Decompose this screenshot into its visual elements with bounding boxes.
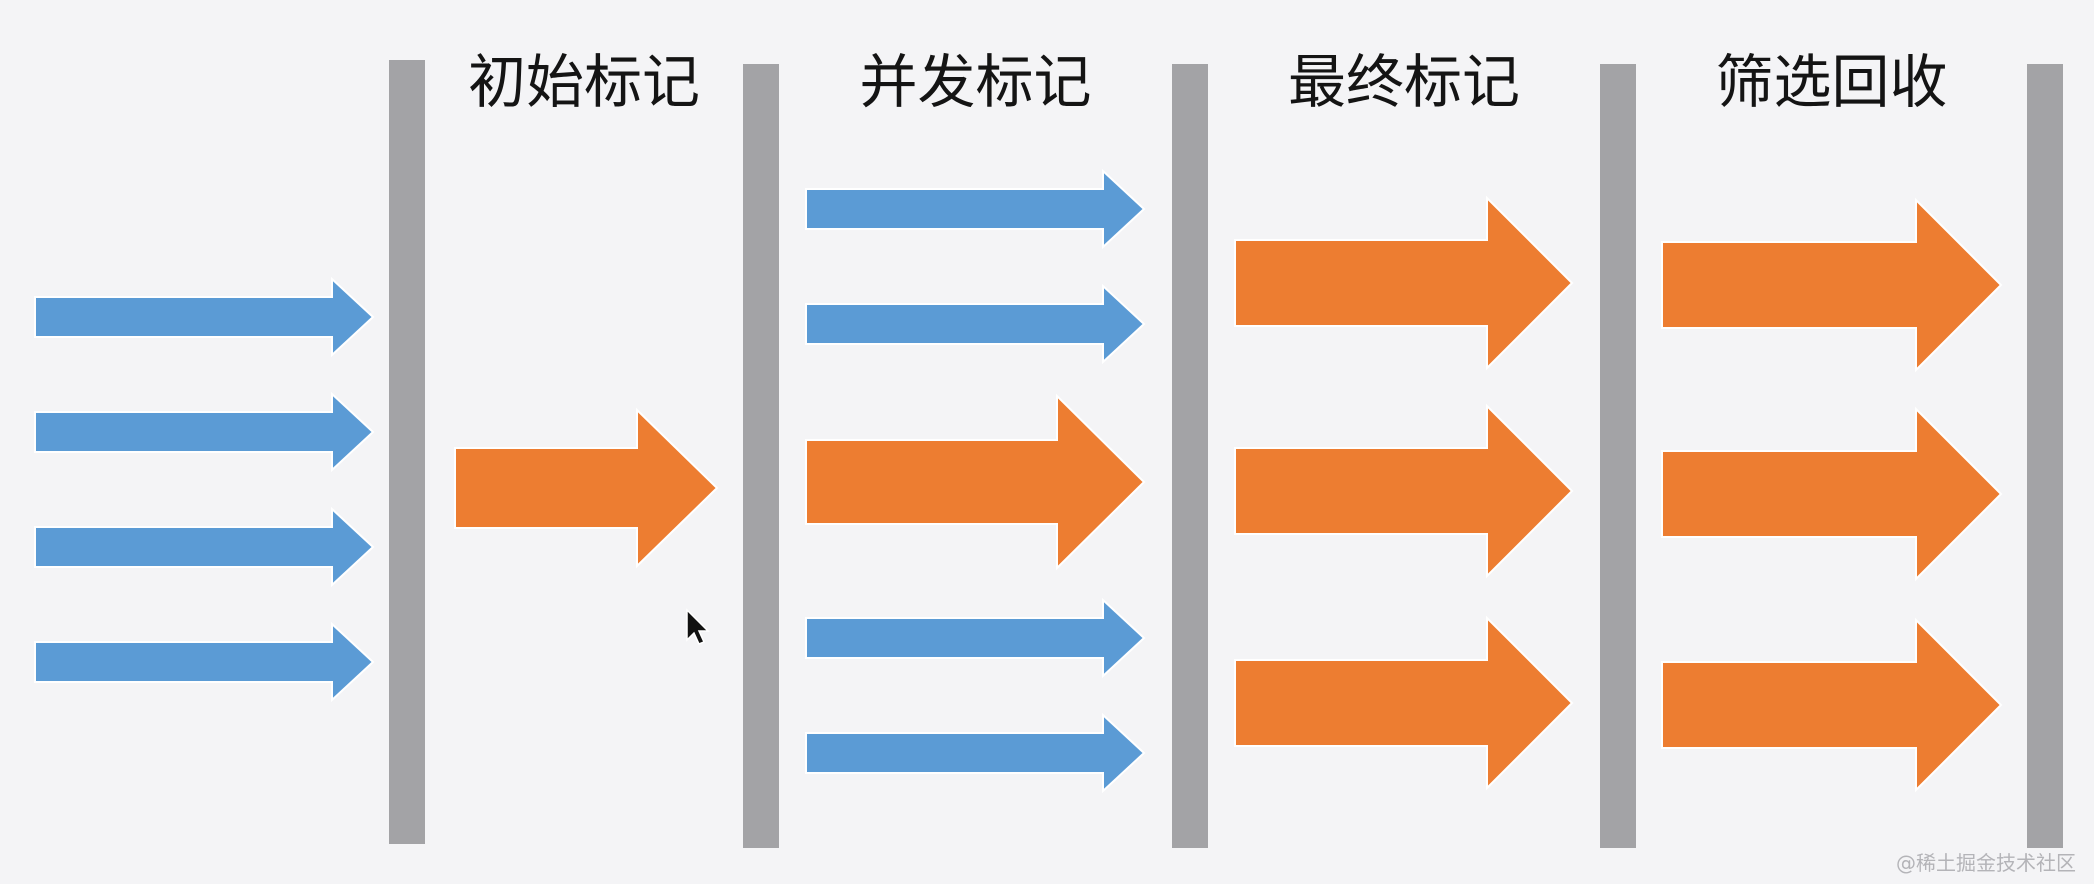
user-threads-before — [34, 276, 375, 703]
blue-arrow — [805, 168, 1146, 250]
watermark: @稀土掘金技术社区 — [1896, 851, 2076, 875]
orange-arrow — [1661, 406, 2003, 582]
blue-arrow — [34, 391, 375, 473]
orange-arrow — [1234, 403, 1574, 579]
barrier-2 — [743, 64, 779, 848]
phase-label-concurrent-mark: 并发标记 — [859, 48, 1092, 116]
orange-arrow — [805, 393, 1146, 571]
cleanup-gc-threads — [1661, 197, 2003, 793]
phase-label-cleanup: 筛选回收 — [1715, 48, 1948, 116]
final-mark-gc-threads — [1234, 195, 1574, 791]
barrier-4 — [1600, 64, 1636, 848]
orange-arrow — [1661, 197, 2003, 373]
phase-label-initial-mark: 初始标记 — [467, 48, 700, 116]
initial-mark-gc-threads — [454, 407, 719, 569]
blue-arrow — [805, 597, 1146, 679]
barriers — [389, 60, 2063, 848]
blue-arrow — [34, 506, 375, 588]
concurrent-mark-threads — [805, 168, 1146, 794]
orange-arrow — [1661, 617, 2003, 793]
blue-arrow — [34, 621, 375, 703]
barrier-3 — [1172, 64, 1208, 848]
orange-arrow — [454, 407, 719, 569]
orange-arrow — [1234, 195, 1574, 371]
phase-label-final-mark: 最终标记 — [1287, 48, 1520, 116]
blue-arrow — [34, 276, 375, 358]
orange-arrow — [1234, 615, 1574, 791]
barrier-5 — [2027, 64, 2063, 848]
blue-arrow — [805, 712, 1146, 794]
mouse-pointer-icon — [686, 608, 710, 645]
barrier-1 — [389, 60, 425, 844]
blue-arrow — [805, 283, 1146, 365]
